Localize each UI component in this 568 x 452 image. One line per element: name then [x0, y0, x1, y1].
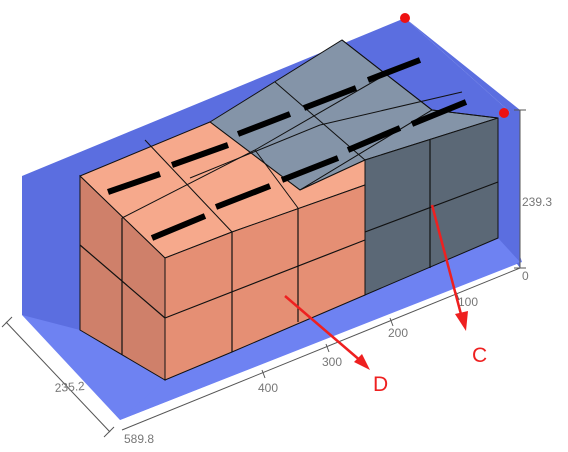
orange-grid-line [144, 139, 233, 233]
height-zero-label: 0 [522, 269, 529, 283]
callout-label-d: D [373, 373, 388, 396]
gray-grid-line [254, 71, 391, 151]
orange-grid-line [164, 239, 366, 319]
handle-slot [236, 111, 292, 137]
length-tick-label-100: 100 [458, 295, 478, 309]
callout-arrow-c [430, 204, 464, 319]
box-handles [107, 57, 468, 241]
handle-slot [346, 125, 402, 153]
depth-dimension [1, 316, 115, 438]
handle-slot [280, 155, 340, 183]
handle-slot [150, 213, 207, 241]
container-floor-front-edge [120, 238, 520, 420]
orange-grid-line [254, 149, 299, 209]
gray-grid-line [319, 91, 463, 126]
handle-slot [170, 142, 230, 168]
length-tick-label-300: 300 [322, 355, 342, 369]
callout-label-c: C [472, 344, 487, 367]
orange-grid-line [121, 149, 256, 219]
length-value-label: 589.8 [124, 432, 154, 446]
container-right-wall [405, 18, 520, 268]
box-group-d [79, 121, 366, 381]
handle-slot [214, 183, 272, 210]
handle-slot [366, 57, 422, 83]
callout-d: D [284, 295, 388, 396]
corner-marker [499, 108, 509, 118]
callout-c: C [430, 204, 487, 367]
length-tick-label-200: 200 [388, 326, 408, 340]
callout-arrowhead-d [354, 354, 370, 370]
orange-grid-line [189, 124, 321, 179]
handle-slot [107, 171, 161, 195]
container-left-wall [22, 176, 80, 330]
handle-slot [410, 99, 468, 127]
height-value-label: 239.3 [522, 195, 552, 209]
corner-marker [400, 13, 410, 23]
callout-arrow-d [284, 295, 363, 363]
depth-value-label: 235.2 [54, 379, 85, 395]
handle-slot [302, 85, 358, 111]
callout-arrowhead-c [455, 311, 468, 331]
length-tick-label-400: 400 [258, 381, 278, 395]
